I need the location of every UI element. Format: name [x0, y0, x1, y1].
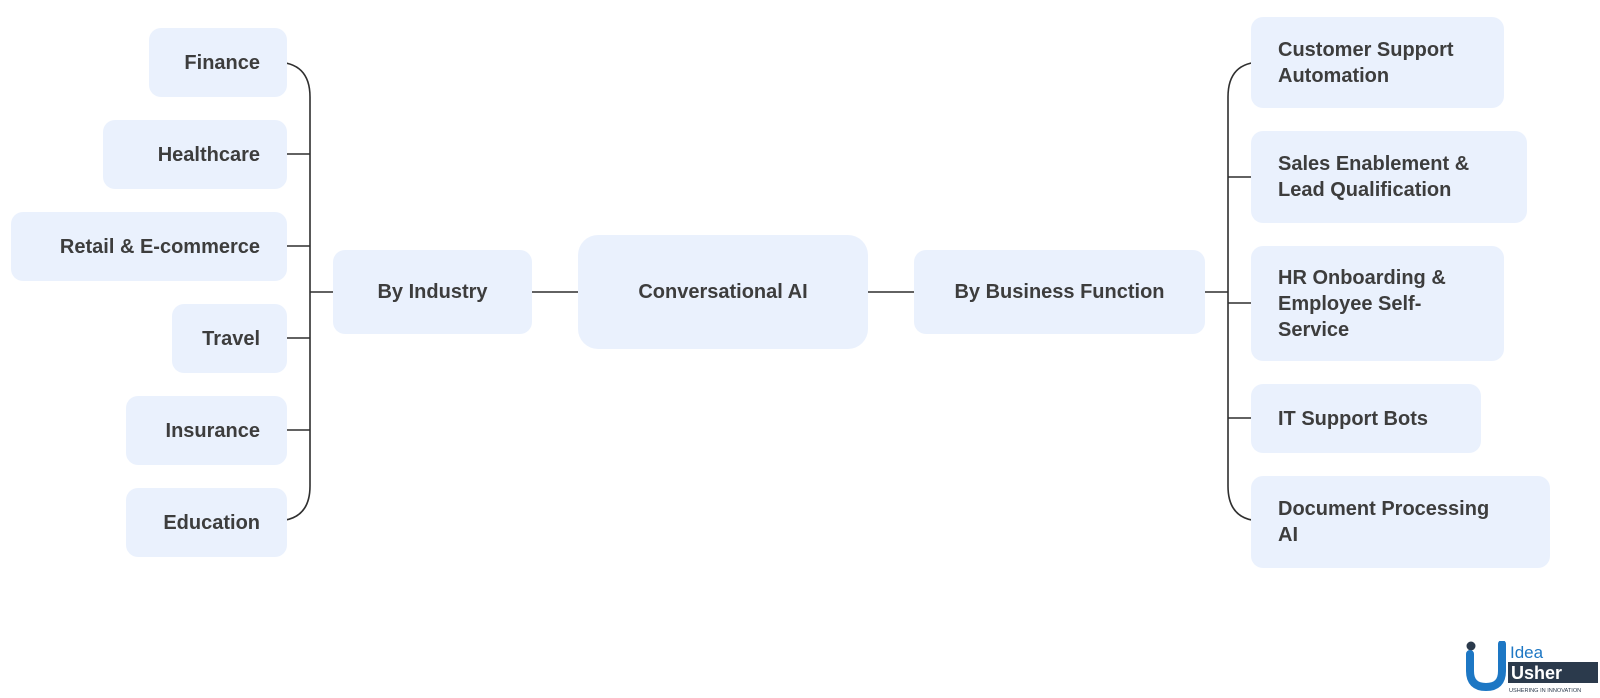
logo-u-mark — [1466, 641, 1506, 692]
logo-tagline: USHERING IN INNOVATION — [1509, 688, 1581, 694]
logo-dot — [1466, 641, 1476, 651]
industry-item-insurance: Insurance — [126, 396, 287, 465]
industry-item-retail: Retail & E-commerce — [11, 212, 287, 281]
logo-band — [1508, 662, 1598, 683]
industry-item-label: Insurance — [165, 419, 260, 442]
root-label: Conversational AI — [638, 281, 808, 303]
root-node: Conversational AI — [578, 235, 868, 349]
industry-item-label: Education — [163, 511, 260, 534]
ideausher-logo: Idea Usher USHERING IN INNOVATION — [1466, 641, 1598, 694]
branch-industry: By Industry — [333, 250, 532, 334]
branch-function: By Business Function — [914, 250, 1205, 334]
industry-item-label: Travel — [202, 327, 260, 350]
function-item-label: Customer Support Automation — [1278, 38, 1454, 87]
branch-industry-label: By Industry — [377, 281, 488, 303]
function-item-it-support: IT Support Bots — [1251, 384, 1481, 453]
branch-function-label: By Business Function — [954, 281, 1165, 303]
function-item-sales: Sales Enablement & Lead Qualification — [1251, 131, 1527, 223]
function-item-label: HR Onboarding & Employee Self-Service — [1278, 266, 1446, 341]
function-item-label: Document Processing AI — [1278, 498, 1490, 546]
function-item-customer-support: Customer Support Automation — [1251, 17, 1504, 108]
function-item-label: Sales Enablement & Lead Qualification — [1278, 153, 1470, 201]
industry-item-finance: Finance — [149, 28, 287, 97]
industry-item-label: Finance — [184, 51, 260, 74]
logo-word-top: Idea — [1510, 643, 1544, 662]
industry-item-education: Education — [126, 488, 287, 557]
industry-item-travel: Travel — [172, 304, 287, 373]
industry-item-healthcare: Healthcare — [103, 120, 287, 189]
function-item-document: Document Processing AI — [1251, 476, 1550, 568]
industry-item-label: Healthcare — [157, 143, 260, 166]
logo-word-bottom: Usher — [1511, 663, 1562, 683]
function-item-label: IT Support Bots — [1278, 407, 1428, 430]
industry-item-label: Retail & E-commerce — [59, 235, 260, 258]
function-item-hr: HR Onboarding & Employee Self-Service — [1251, 246, 1504, 361]
